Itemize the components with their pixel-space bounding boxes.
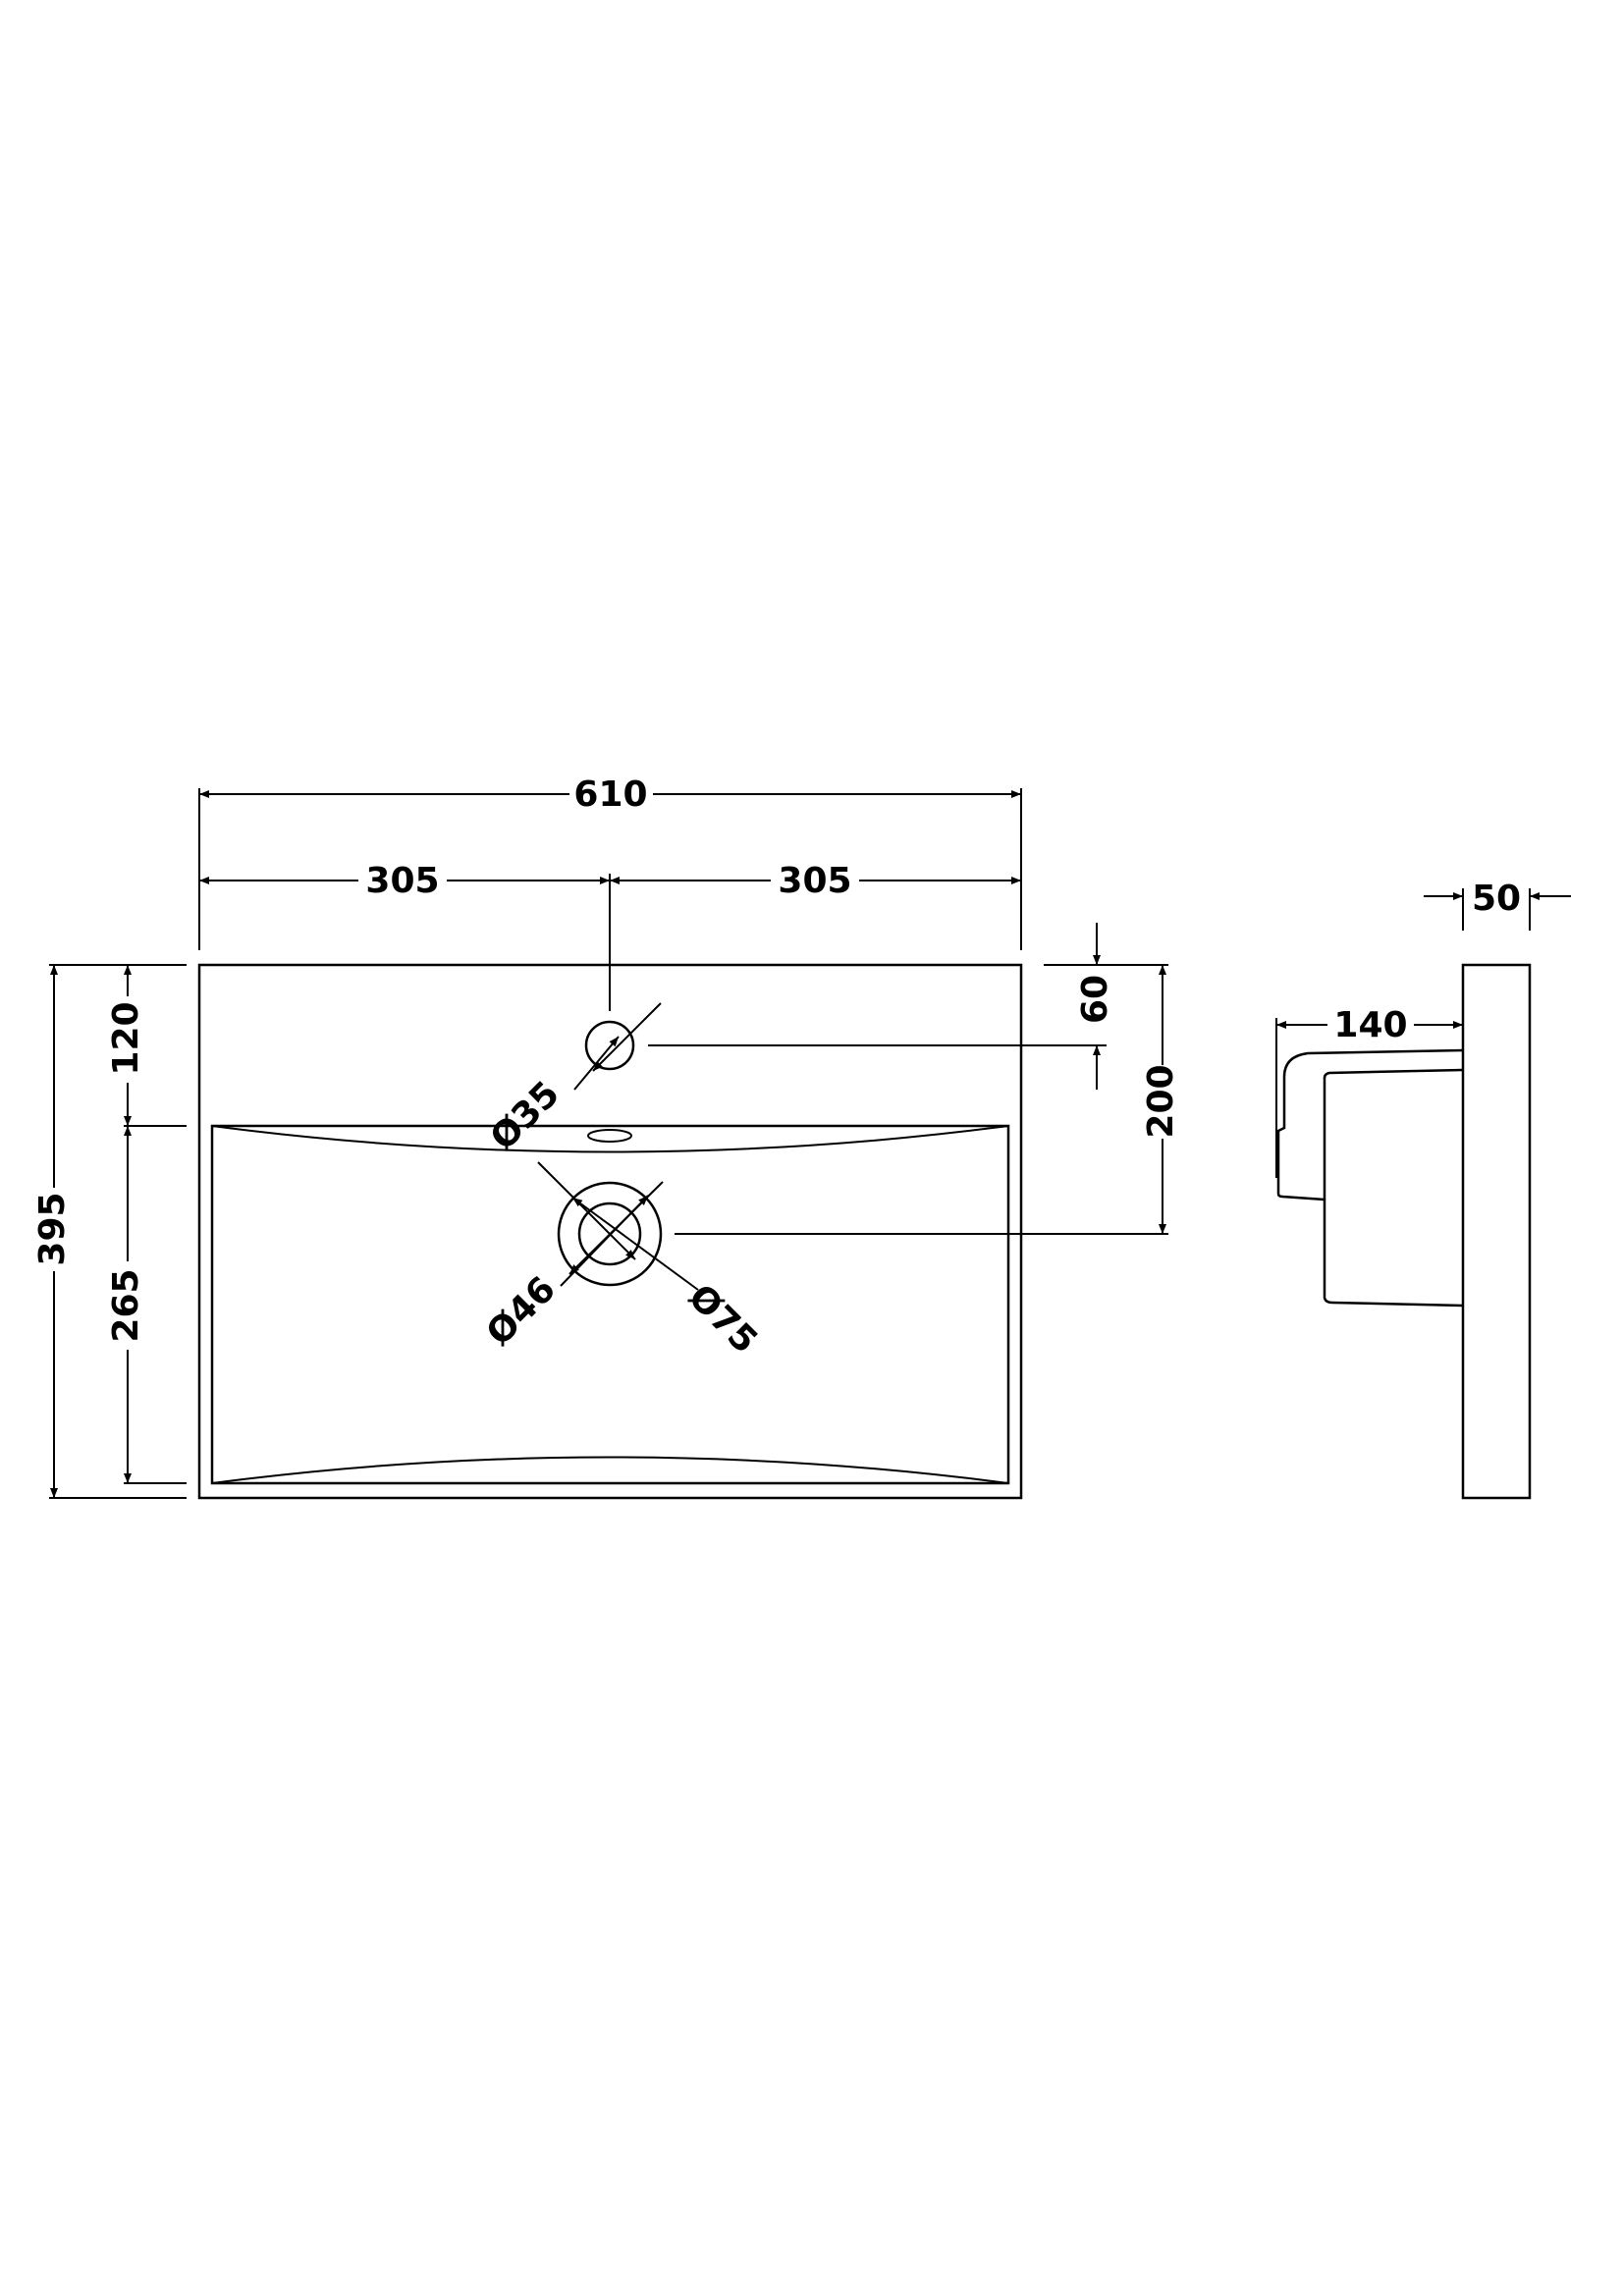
basin-profile-outer <box>1276 1048 1464 1201</box>
dim-projection: 140 <box>1333 1005 1407 1045</box>
basin-bowl <box>210 1124 1010 1485</box>
tap-hole <box>584 1020 635 1071</box>
waste-inner <box>577 1201 642 1266</box>
bowl-bottom-curve <box>211 1456 1009 1484</box>
dim-tap-from-back: 120 <box>106 1001 146 1075</box>
plan-view: 610 305 305 395 120 265 60 200 <box>32 774 1181 1500</box>
basin-profile-inner <box>1323 1068 1464 1308</box>
dim-half-width-right: 305 <box>778 861 851 901</box>
dim-half-width-left: 305 <box>365 861 439 901</box>
dim-tap-offset: 60 <box>1075 975 1115 1024</box>
overflow-slot <box>587 1129 632 1143</box>
dim-overall-depth: 395 <box>32 1192 73 1265</box>
wall-plate <box>1461 963 1532 1500</box>
dim-basin-depth: 265 <box>106 1268 146 1342</box>
waste-outer <box>557 1181 663 1287</box>
dim-tap-diameter: Ø35 <box>483 1074 568 1158</box>
side-view: 50 140 <box>1275 879 1571 1500</box>
dim-waste-from-back: 200 <box>1141 1064 1181 1138</box>
dim-plate-thickness: 50 <box>1472 879 1521 919</box>
dim-waste-outer-diameter: Ø75 <box>680 1277 765 1362</box>
dim-waste-inner-diameter: Ø46 <box>479 1269 564 1354</box>
dim-overall-width: 610 <box>573 774 647 815</box>
bowl-top-curve <box>211 1125 1009 1153</box>
